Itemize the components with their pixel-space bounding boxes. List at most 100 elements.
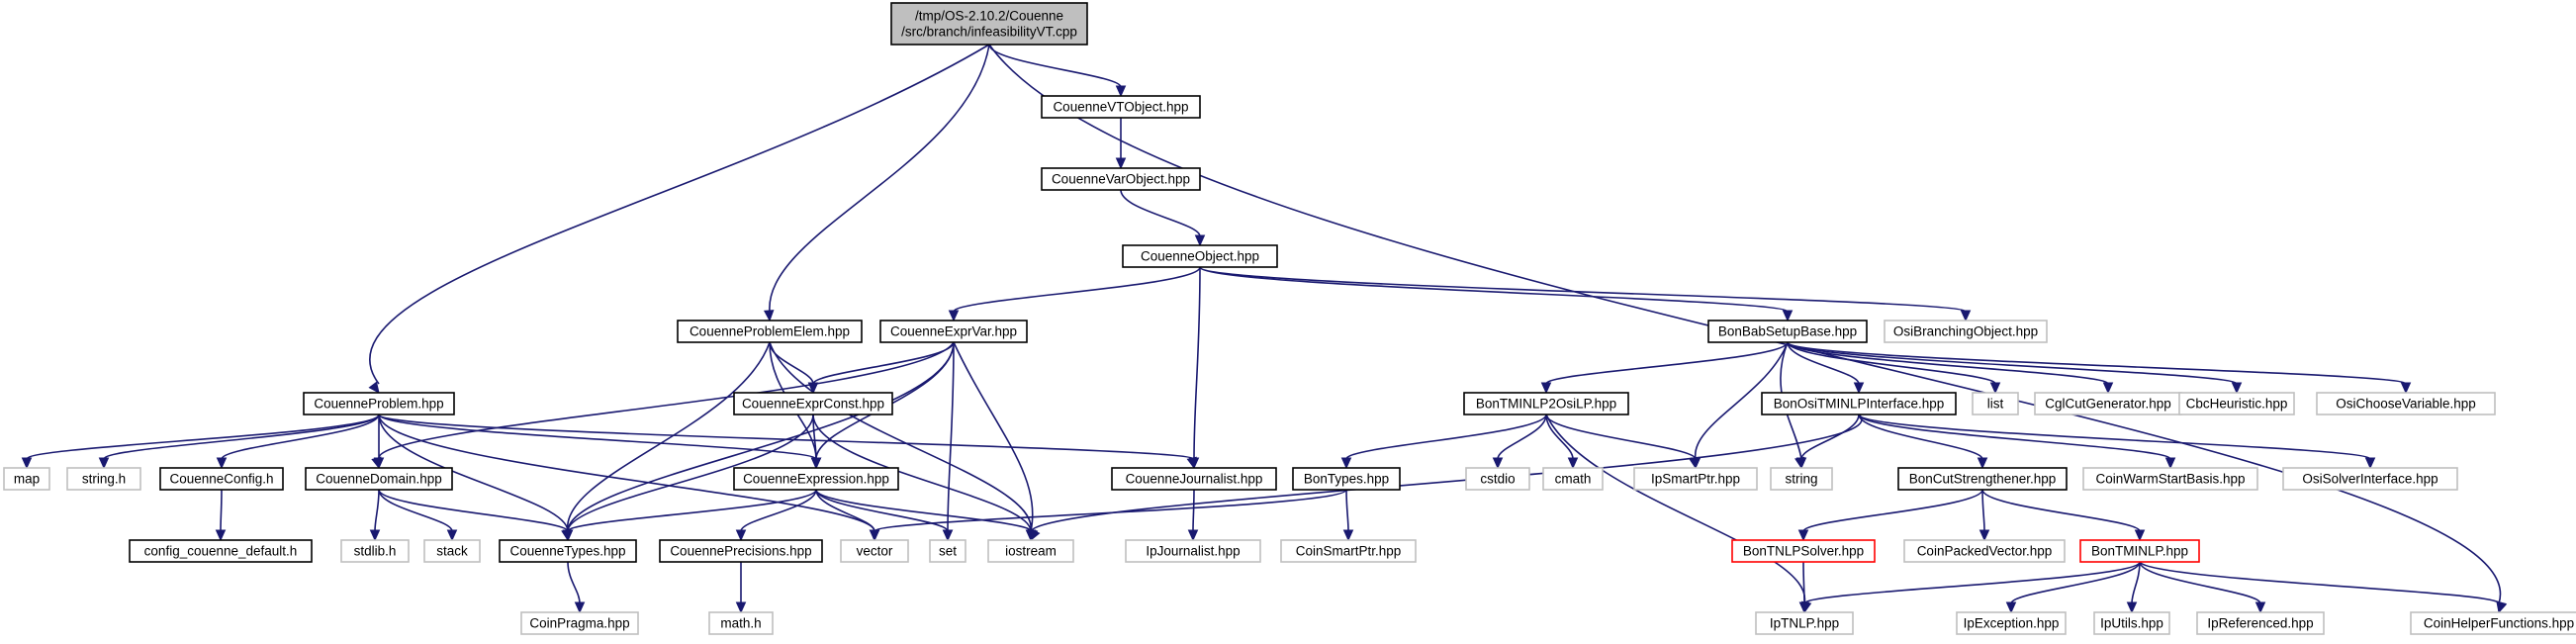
arrowhead-IpUtils <box>2126 601 2138 614</box>
node-CouenneDomain[interactable]: CouenneDomain.hpp <box>305 467 453 491</box>
node-IpTNLP[interactable]: IpTNLP.hpp <box>1755 611 1854 635</box>
edge-CouenneObject-to-CouenneExprVar <box>953 266 1201 313</box>
node-CoinSmartPtr[interactable]: CoinSmartPtr.hpp <box>1280 539 1417 563</box>
node-box <box>2093 611 2170 635</box>
node-CoinWarmStartBasis[interactable]: CoinWarmStartBasis.hpp <box>2082 467 2258 491</box>
file-nodes: /tmp/OS-2.10.2/Couenne/src/branch/infeas… <box>3 2 2576 635</box>
node-box <box>2316 392 2496 415</box>
node-set[interactable]: set <box>929 539 966 563</box>
node-CglCutGenerator[interactable]: CglCutGenerator.hpp <box>2034 392 2182 415</box>
node-label: CouenneJournalist.hpp <box>1126 472 1263 487</box>
node-string_h[interactable]: string.h <box>66 467 141 491</box>
node-cstdio[interactable]: cstdio <box>1465 467 1530 491</box>
node-BonTNLPSolver[interactable]: BonTNLPSolver.hpp <box>1731 539 1876 563</box>
edge-CouenneExprVar-to-iostream <box>953 341 1034 532</box>
node-OsiSolverInterface[interactable]: OsiSolverInterface.hpp <box>2282 467 2458 491</box>
node-IpSmartPtr[interactable]: IpSmartPtr.hpp <box>1633 467 1758 491</box>
node-CouenneExprConst[interactable]: CouenneExprConst.hpp <box>733 392 893 415</box>
node-box <box>890 2 1088 46</box>
edge-BonTMINLP2OsiLP-to-IpTNLP <box>1545 414 1805 604</box>
node-CoinPackedVector[interactable]: CoinPackedVector.hpp <box>1903 539 2066 563</box>
edge-CouenneProblem-to-CouenneTypes <box>378 414 569 532</box>
node-label: CbcHeuristic.hpp <box>2186 397 2288 412</box>
arrowhead-iostream <box>1030 528 1041 542</box>
node-label: /tmp/OS-2.10.2/Couenne <box>915 9 1063 24</box>
node-CoinHelperFunctions[interactable]: CoinHelperFunctions.hpp <box>2410 611 2576 635</box>
edge-CouenneDomain-to-CouenneTypes <box>378 489 569 532</box>
edge-BonTMINLP-to-IpReferenced <box>2139 561 2261 604</box>
node-CouenneProblem[interactable]: CouenneProblem.hpp <box>303 392 455 415</box>
edge-BonCutStrengthener-to-CoinPackedVector <box>1981 489 1985 532</box>
node-BonTMINLP[interactable]: BonTMINLP.hpp <box>2079 539 2200 563</box>
node-BonTMINLP2OsiLP[interactable]: BonTMINLP2OsiLP.hpp <box>1463 392 1629 415</box>
node-box <box>66 467 141 491</box>
node-label: IpJournalist.hpp <box>1146 544 1240 559</box>
node-label: math.h <box>720 616 761 631</box>
node-CbcHeuristic[interactable]: CbcHeuristic.hpp <box>2178 392 2295 415</box>
node-box <box>1125 539 1261 563</box>
edge-BonTMINLP-to-CoinHelperFunctions <box>2139 561 2500 604</box>
node-CouenneJournalist[interactable]: CouenneJournalist.hpp <box>1111 467 1277 491</box>
node-IpJournalist[interactable]: IpJournalist.hpp <box>1125 539 1261 563</box>
node-map[interactable]: map <box>3 467 50 491</box>
node-config_default[interactable]: config_couenne_default.h <box>129 539 313 563</box>
node-cmath[interactable]: cmath <box>1542 467 1604 491</box>
edge-BonCutStrengthener-to-BonTMINLP <box>1981 489 2141 532</box>
edge-BonBabSetupBase-to-CbcHeuristic <box>1787 341 2238 385</box>
node-CouenneExpression[interactable]: CouenneExpression.hpp <box>733 467 899 491</box>
node-label: set <box>939 544 957 559</box>
node-CouennePrecisions[interactable]: CouennePrecisions.hpp <box>659 539 823 563</box>
node-CouenneVTObject[interactable]: CouenneVTObject.hpp <box>1041 95 1201 119</box>
node-stack[interactable]: stack <box>423 539 481 563</box>
node-iostream[interactable]: iostream <box>987 539 1074 563</box>
node-box <box>677 320 863 343</box>
node-BonTypes[interactable]: BonTypes.hpp <box>1292 467 1401 491</box>
node-infeasibilityVT[interactable]: /tmp/OS-2.10.2/Couenne/src/branch/infeas… <box>890 2 1088 46</box>
node-vector[interactable]: vector <box>840 539 909 563</box>
edge-BonTMINLP2OsiLP-to-cstdio <box>1497 414 1547 460</box>
node-label: IpException.hpp <box>1964 616 2060 631</box>
node-label: IpSmartPtr.hpp <box>1651 472 1740 487</box>
node-label: stack <box>436 544 468 559</box>
node-CoinPragma[interactable]: CoinPragma.hpp <box>520 611 639 635</box>
edge-CouenneExprVar-to-set <box>947 341 955 532</box>
edge-BonOsiTMINLPInterface-to-CoinWarmStartBasis <box>1858 414 2171 460</box>
arrowhead-map <box>21 457 33 470</box>
node-CouenneConfig[interactable]: CouenneConfig.h <box>159 467 284 491</box>
node-list[interactable]: list <box>1972 392 2019 415</box>
node-BonOsiTMINLPInterface[interactable]: BonOsiTMINLPInterface.hpp <box>1761 392 1957 415</box>
node-BonCutStrengthener[interactable]: BonCutStrengthener.hpp <box>1897 467 2068 491</box>
node-label: IpReferenced.hpp <box>2207 616 2313 631</box>
node-IpUtils[interactable]: IpUtils.hpp <box>2093 611 2170 635</box>
node-CouenneProblemElem[interactable]: CouenneProblemElem.hpp <box>677 320 863 343</box>
dependency-arrowheads <box>21 85 2508 614</box>
node-CouenneTypes[interactable]: CouenneTypes.hpp <box>499 539 637 563</box>
node-box <box>1041 167 1201 191</box>
edge-BonBabSetupBase-to-list <box>1787 341 1996 385</box>
node-label: CoinSmartPtr.hpp <box>1296 544 1402 559</box>
node-math_h[interactable]: math.h <box>708 611 774 635</box>
edge-BonTMINLP2OsiLP-to-IpSmartPtr <box>1545 414 1697 460</box>
node-IpReferenced[interactable]: IpReferenced.hpp <box>2196 611 2325 635</box>
node-stdlib_h[interactable]: stdlib.h <box>340 539 410 563</box>
node-label: map <box>14 472 40 487</box>
arrowhead-IpTNLP <box>1798 601 1810 614</box>
edge-CouenneVarObject-to-CouenneObject <box>1120 189 1201 237</box>
arrowhead-BonTNLPSolver <box>1797 529 1809 542</box>
edge-BonTMINLP-to-IpTNLP <box>1803 561 2141 604</box>
node-label: CouenneDomain.hpp <box>316 472 442 487</box>
arrowhead-OsiChooseVariable <box>2400 382 2412 395</box>
node-BonBabSetupBase[interactable]: BonBabSetupBase.hpp <box>1707 320 1868 343</box>
node-OsiBranchingObject[interactable]: OsiBranchingObject.hpp <box>1884 320 2048 343</box>
edge-CouenneProblem-to-vector <box>378 414 875 532</box>
node-OsiChooseVariable[interactable]: OsiChooseVariable.hpp <box>2316 392 2496 415</box>
node-CouenneObject[interactable]: CouenneObject.hpp <box>1122 244 1278 268</box>
node-IpException[interactable]: IpException.hpp <box>1956 611 2067 635</box>
node-CouenneVarObject[interactable]: CouenneVarObject.hpp <box>1041 167 1201 191</box>
node-label: CouenneVarObject.hpp <box>1052 172 1190 187</box>
node-CouenneExprVar[interactable]: CouenneExprVar.hpp <box>879 320 1028 343</box>
node-string[interactable]: string <box>1770 467 1833 491</box>
node-box <box>733 392 893 415</box>
node-box <box>340 539 410 563</box>
node-box <box>2282 467 2458 491</box>
